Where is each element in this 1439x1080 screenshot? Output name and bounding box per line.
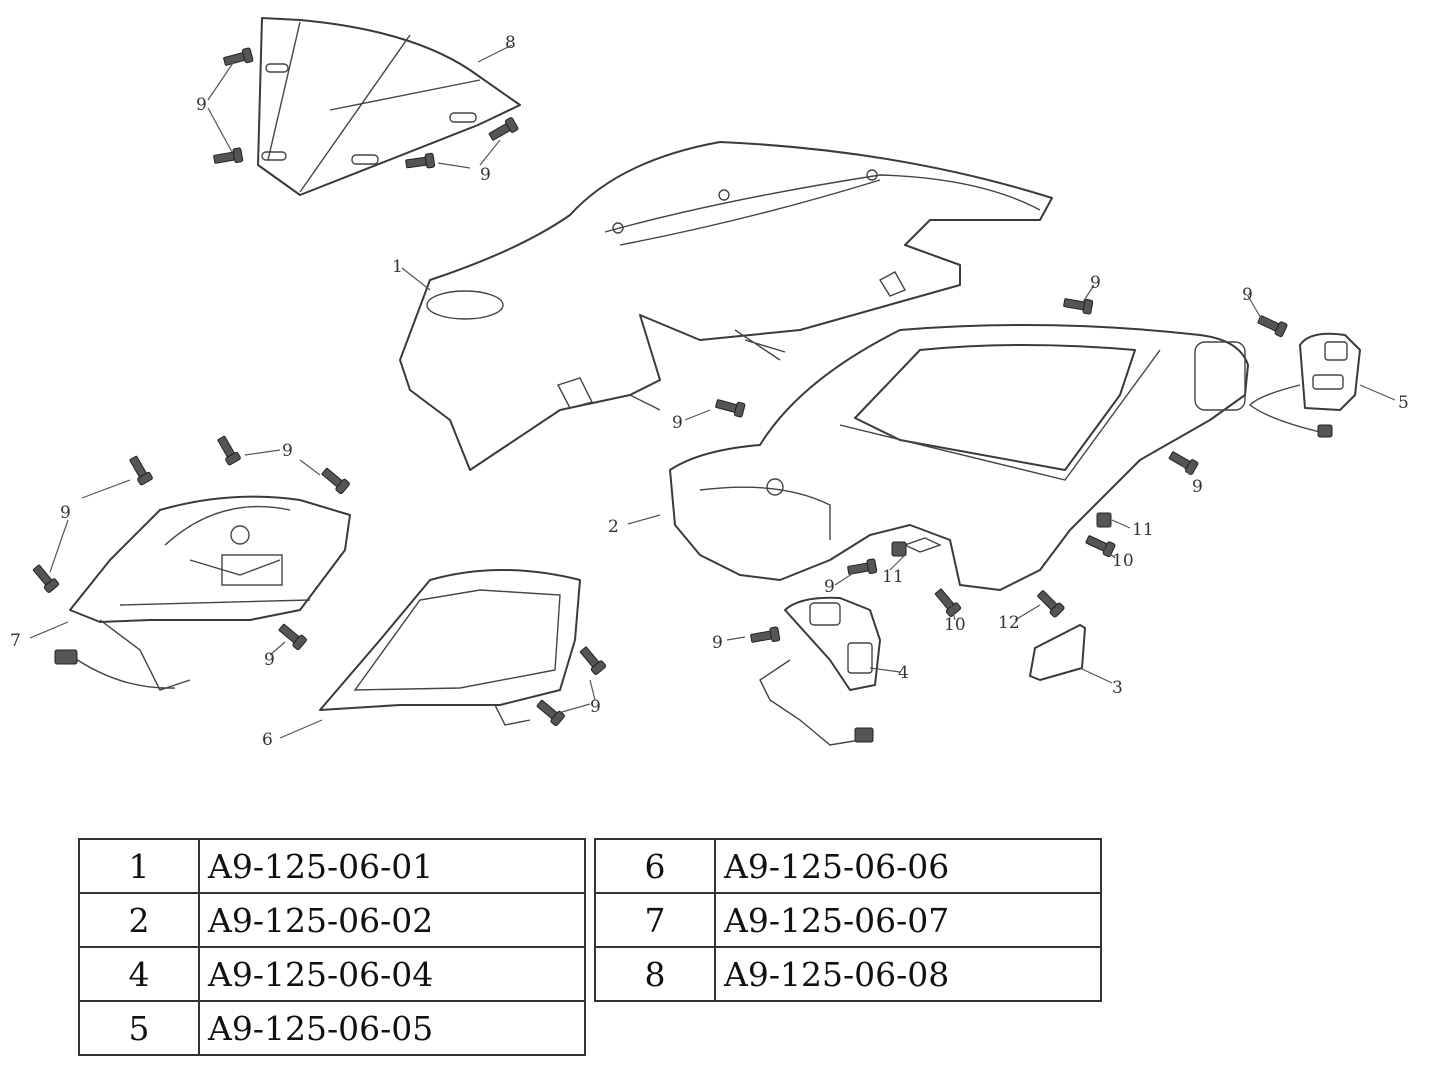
leader-lines [29,44,1396,739]
part-number: 8 [594,946,716,1002]
table-row: 8 A9-125-06-08 [594,946,1102,1002]
table-row: 5 A9-125-06-05 [78,1000,586,1056]
part-number: 4 [78,946,200,1002]
table-row: 7 A9-125-06-07 [594,892,1102,948]
callout-9: 9 [60,503,71,523]
callout-9: 9 [282,441,293,461]
small-panel-part-3 [1029,624,1086,681]
part-code: A9-125-06-02 [198,892,586,948]
callout-7: 7 [10,631,21,651]
part-code: A9-125-06-06 [714,838,1102,894]
left-handlebar-switch-part-4 [749,558,881,746]
fasteners-parts-9-to-12 [714,396,1200,619]
part-code: A9-125-06-05 [198,1000,586,1056]
callout-9: 9 [264,650,275,670]
instrument-cluster-part-7 [30,433,351,691]
callout-6: 6 [262,730,273,750]
part-number: 2 [78,892,200,948]
part-code: A9-125-06-01 [198,838,586,894]
callout-3: 3 [1112,678,1123,698]
part-number: 7 [594,892,716,948]
part-code: A9-125-06-04 [198,946,586,1002]
front-upper-cover-part-1 [399,141,1053,471]
meter-cover-part-6 [319,569,607,727]
part-number: 1 [78,838,200,894]
callout-9: 9 [824,577,835,597]
right-handlebar-switch-part-5 [1062,295,1361,438]
callout-9: 9 [1242,285,1253,305]
callout-9: 9 [1090,273,1101,293]
callout-9: 9 [480,165,491,185]
callout-labels: 8 9 9 1 9 9 5 9 9 9 9 2 11 10 11 9 10 12… [10,33,1409,750]
callout-2: 2 [608,517,619,537]
windscreen-part-8 [212,17,521,196]
table-row: 4 A9-125-06-04 [78,946,586,1002]
callout-9: 9 [672,413,683,433]
exploded-parts-diagram: 8 9 9 1 9 9 5 9 9 9 9 2 11 10 11 9 10 12… [10,17,1409,750]
parts-table-left: 1 A9-125-06-01 2 A9-125-06-02 4 A9-125-0… [78,838,586,1056]
callout-9: 9 [196,95,207,115]
callout-10: 10 [1112,551,1134,571]
part-number: 6 [594,838,716,894]
callout-12: 12 [998,613,1020,633]
table-row: 2 A9-125-06-02 [78,892,586,948]
callout-1: 1 [392,257,403,277]
callout-8: 8 [505,33,516,53]
callout-4: 4 [898,663,909,683]
part-code: A9-125-06-07 [714,892,1102,948]
callout-9: 9 [712,633,723,653]
callout-11: 11 [1132,520,1154,540]
callout-10: 10 [944,615,966,635]
callout-5: 5 [1398,393,1409,413]
table-row: 1 A9-125-06-01 [78,838,586,894]
parts-table-right: 6 A9-125-06-06 7 A9-125-06-07 8 A9-125-0… [594,838,1102,1002]
callout-9: 9 [1192,477,1203,497]
callout-9: 9 [590,697,601,717]
part-number: 5 [78,1000,200,1056]
front-lower-cover-part-2 [669,324,1249,591]
part-code: A9-125-06-08 [714,946,1102,1002]
callout-11: 11 [882,567,904,587]
table-row: 6 A9-125-06-06 [594,838,1102,894]
